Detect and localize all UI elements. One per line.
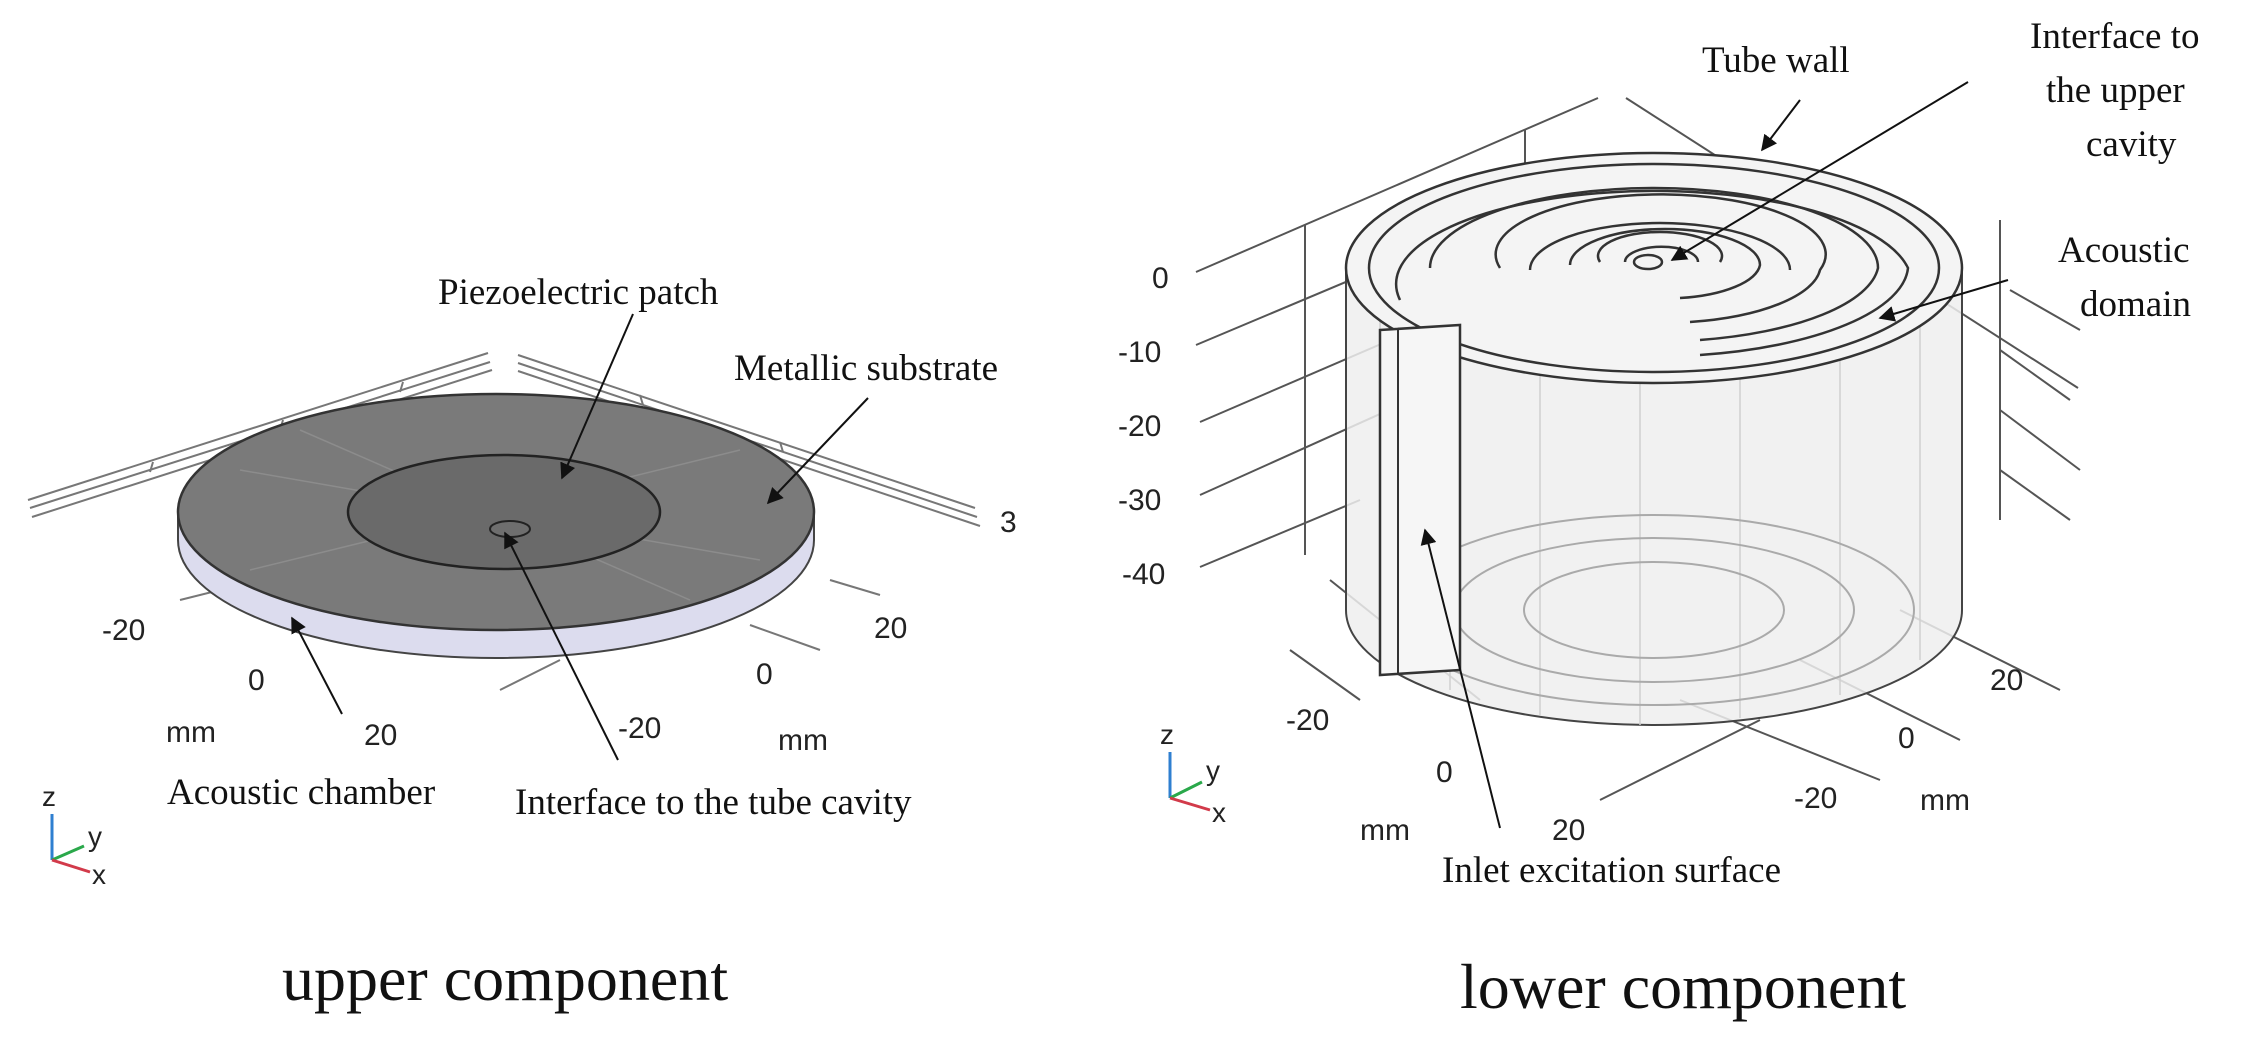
lower-axis-triad: z y x (1160, 719, 1226, 828)
lower-tick-xr-0: 20 (1990, 664, 2023, 697)
label-metallic-substrate: Metallic substrate (734, 348, 998, 389)
lower-triad-y: y (1206, 755, 1220, 786)
upper-tick-z: 3 (1000, 506, 1017, 539)
tube-wall-ring (1367, 162, 1941, 374)
upper-tick-xr-2: -20 (618, 712, 661, 745)
lower-tick-xr-2: -20 (1794, 782, 1837, 815)
upper-component: Piezoelectric patch Metallic substrate A… (27, 272, 1017, 1014)
label-acoustic-domain-2: domain (2080, 284, 2191, 325)
caption-lower-component: lower component (1460, 951, 1906, 1022)
upper-tick-xl-1: 0 (248, 664, 265, 697)
label-interface-tube-cavity: Interface to the tube cavity (515, 782, 912, 823)
lower-tick-xl-0: -20 (1286, 704, 1329, 737)
upper-leader-lines (291, 313, 869, 761)
tube-cavity-interface (489, 520, 531, 538)
upper-tick-xr-0: 20 (874, 612, 907, 645)
label-interface-upper-cavity-3: cavity (2086, 124, 2177, 165)
upper-triad-y: y (88, 821, 102, 852)
upper-triad-x: x (92, 859, 106, 890)
lower-component: Tube wall Interface to the upper cavity … (1118, 16, 2199, 1022)
lower-unit-right: mm (1920, 784, 1970, 817)
label-acoustic-chamber: Acoustic chamber (167, 772, 435, 813)
label-acoustic-domain-1: Acoustic (2058, 230, 2190, 271)
label-inlet-excitation-surface: Inlet excitation surface (1442, 850, 1781, 891)
spiral-channel (1394, 186, 1910, 357)
label-tube-wall: Tube wall (1702, 40, 1850, 81)
lower-unit-left: mm (1360, 814, 1410, 847)
lower-tick-xl-1: 0 (1436, 756, 1453, 789)
piezoelectric-patch (346, 453, 662, 571)
caption-upper-component: upper component (282, 943, 728, 1014)
upper-tick-xl-2: 20 (364, 719, 397, 752)
label-interface-upper-cavity-2: the upper (2046, 70, 2185, 111)
upper-axis-triad: z y x (42, 781, 106, 890)
lower-triad-z: z (1160, 719, 1174, 750)
lower-tick-z-0: 0 (1152, 262, 1169, 295)
lower-tick-xr-1: 0 (1898, 722, 1915, 755)
upper-tick-xr-1: 0 (756, 658, 773, 691)
lower-triad-x: x (1212, 797, 1226, 828)
upper-triad-z: z (42, 781, 56, 812)
lower-tick-z-3: -30 (1118, 484, 1161, 517)
label-interface-upper-cavity-1: Interface to (2030, 16, 2199, 57)
upper-unit-right: mm (778, 724, 828, 757)
upper-tick-xl-0: -20 (102, 614, 145, 647)
lower-tick-xl-2: 20 (1552, 814, 1585, 847)
label-piezoelectric-patch: Piezoelectric patch (438, 272, 719, 313)
lower-tick-z-1: -10 (1118, 336, 1161, 369)
lower-tick-z-4: -40 (1122, 558, 1165, 591)
upper-unit-left: mm (166, 716, 216, 749)
lower-tick-z-2: -20 (1118, 410, 1161, 443)
lower-leader-lines (1420, 81, 2009, 829)
